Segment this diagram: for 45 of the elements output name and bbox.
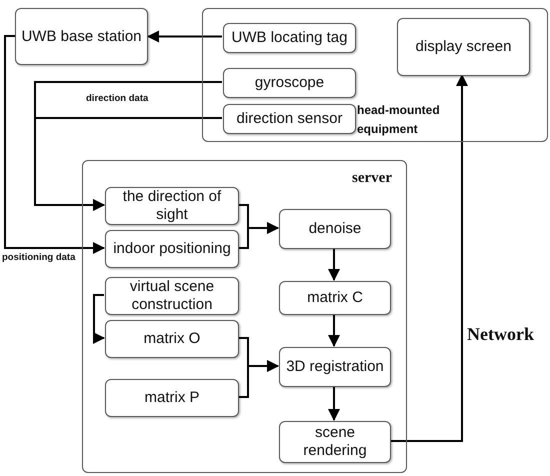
process-box [223,23,356,53]
arrow [390,74,468,442]
process-box [279,421,391,463]
process-box [105,230,239,268]
box-label: denoise [308,220,362,238]
arrow [328,386,340,421]
process-box [105,187,239,225]
arrow [328,314,340,347]
box-label: UWB locating tag [230,29,348,47]
network-label: Network [467,324,534,345]
group-title: server [352,169,392,188]
data-label: positioning data [2,252,76,263]
process-box [279,281,391,315]
process-box [279,347,391,387]
box-label: display screen [414,38,512,56]
box-label: the direction of sight [122,188,222,224]
box-label: gyroscope [254,74,326,92]
arrow [328,248,340,281]
group-title: head-mounted equipment [357,102,441,138]
process-box [105,277,239,315]
box-label: matrix P [143,389,200,407]
process-box [279,209,391,249]
process-box [105,379,239,417]
arrow [147,30,222,42]
box-label: indoor positioning [112,240,232,258]
box-label: 3D registration [285,358,385,376]
group-box [82,160,407,473]
arrow [238,360,279,398]
arrow [34,117,222,211]
group-box [202,8,548,142]
arrow [238,222,279,249]
arrow [4,35,105,254]
arrow [93,294,105,344]
process-box [223,104,356,134]
box-label: virtual scene construction [128,278,216,314]
box-label: UWB base station [20,28,143,46]
process-box [15,8,148,65]
process-box [105,320,239,358]
process-box [397,18,530,76]
box-label: direction sensor [236,110,344,128]
data-label: direction data [86,93,148,104]
process-box [223,68,356,98]
box-label: scene rendering [302,424,368,460]
box-label: matrix C [306,289,364,307]
box-label: matrix O [142,330,202,348]
